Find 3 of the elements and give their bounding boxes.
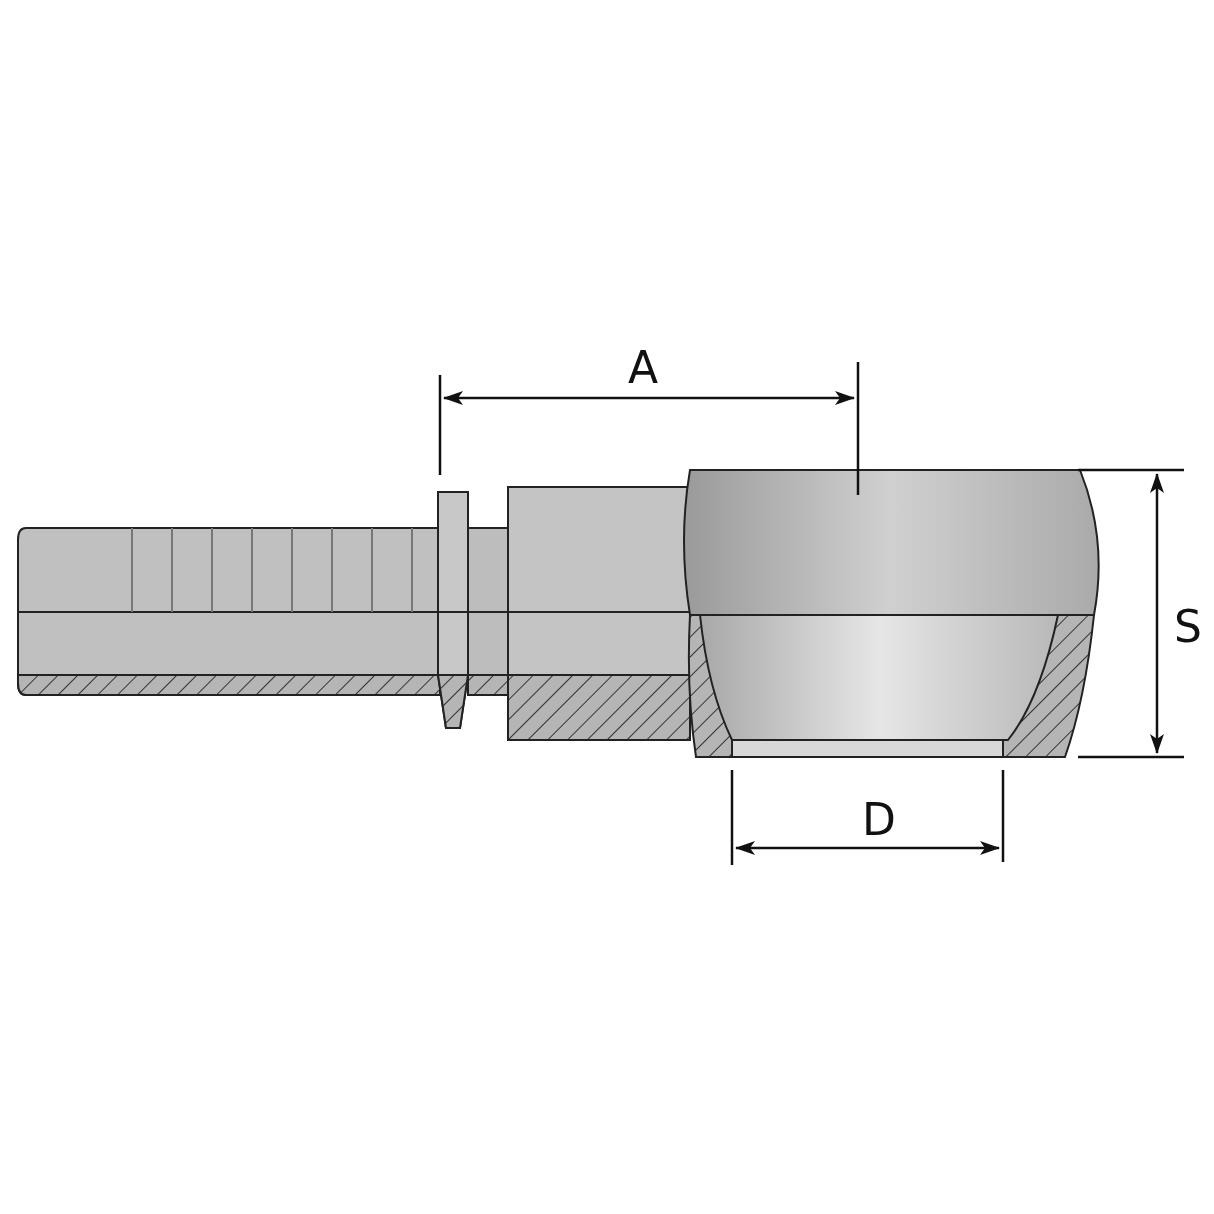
dimension-label: S — [1174, 605, 1202, 649]
dimension-label: D — [862, 798, 896, 842]
dimension-label: A — [628, 346, 659, 390]
